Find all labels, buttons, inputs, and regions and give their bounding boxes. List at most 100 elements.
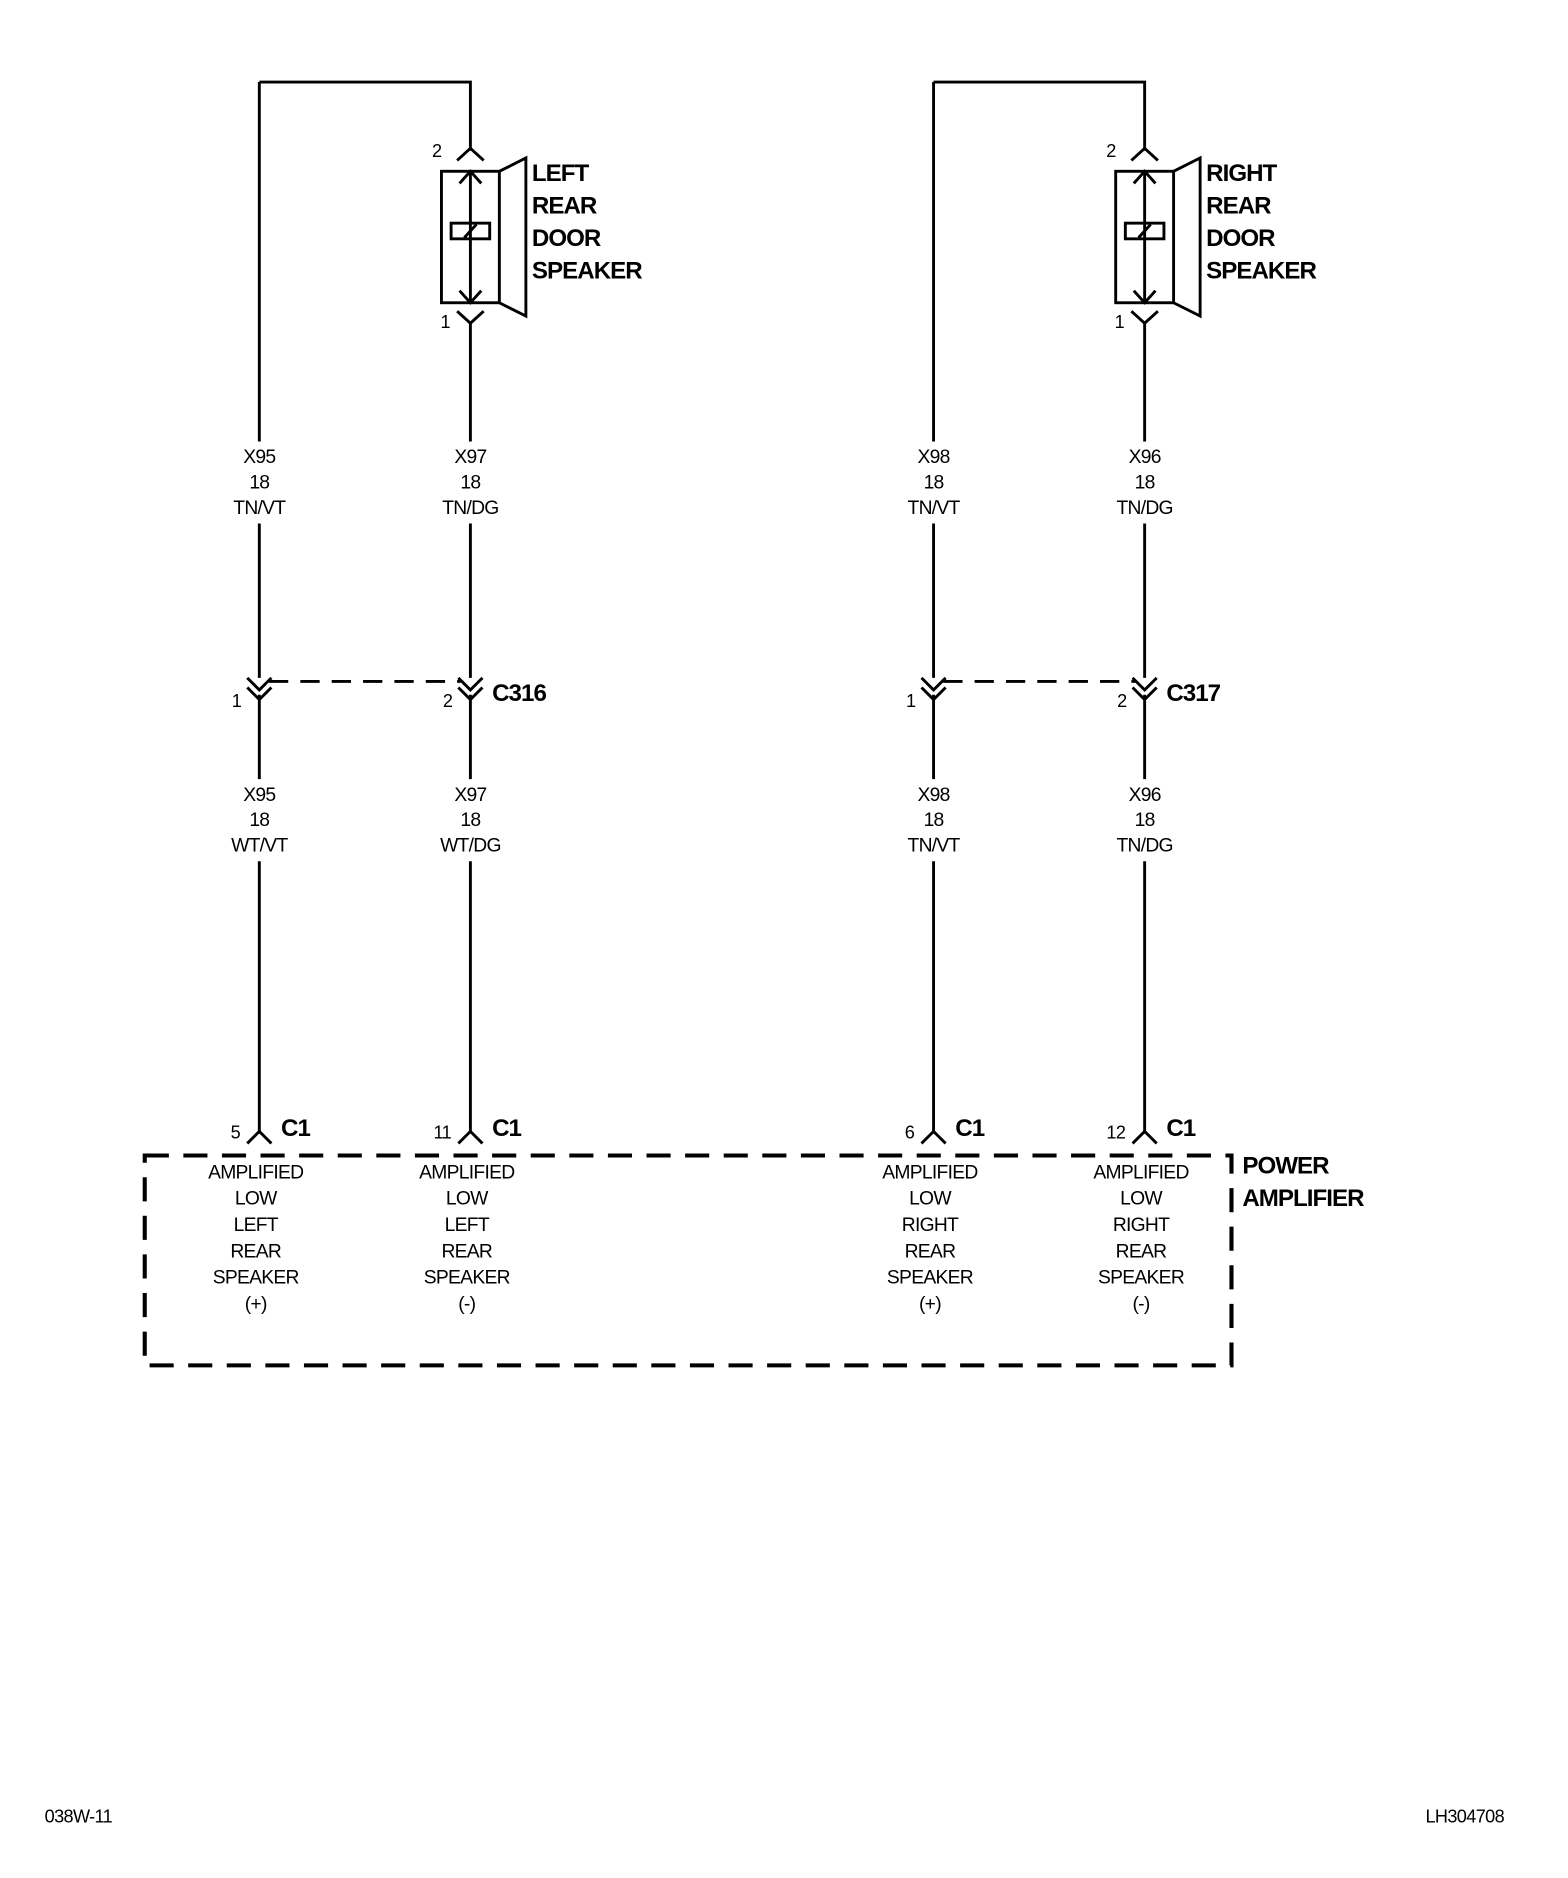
connector-female-icon [246,1129,273,1145]
module-label: POWER [1242,1153,1329,1180]
amp-connector-label: C1 [1166,1115,1195,1142]
coil-slash [1137,223,1152,239]
amp-pin-function: (+) [919,1294,941,1315]
wire-label-upper: TN/VT [908,498,961,519]
speaker-symbol [440,146,528,326]
wire-label-upper: 18 [924,473,944,494]
inline-connector-label: C317 [1166,680,1220,707]
pin-number: 1 [232,691,242,711]
inline-connector-icon [246,676,273,702]
amp-pin-function: SPEAKER [887,1268,974,1289]
wire-label-lower: 18 [460,810,480,831]
speaker-symbol [1114,146,1202,326]
connector-female-icon [1130,146,1159,162]
connector-male-icon [456,310,485,326]
wire-label-upper: 18 [1135,473,1155,494]
connector-female-icon [920,1129,947,1145]
amp-pin-function: LOW [446,1189,489,1210]
pin-number: 1 [440,312,450,332]
wire-label-upper: X96 [1129,447,1161,468]
inline-connector-icon [920,676,947,702]
amp-pin-function: LEFT [234,1215,279,1236]
speaker-label: REAR [1206,192,1271,219]
wire-label-upper: 18 [249,473,269,494]
wire-label-upper: 18 [460,473,480,494]
pin-number: 2 [432,141,442,161]
pin-number: 2 [1106,141,1116,161]
speaker-cone-icon [1172,155,1202,319]
amp-connector-label: C1 [281,1115,310,1142]
speaker-label: REAR [532,192,597,219]
connector-female-icon [456,146,485,162]
connector-female-icon [1131,1129,1158,1145]
amp-pin-number: 12 [1106,1123,1125,1143]
wire-label-lower: TN/VT [908,836,961,857]
wire-label-lower: 18 [249,810,269,831]
module-label: AMPLIFIER [1242,1185,1364,1212]
amp-connector-label: C1 [955,1115,984,1142]
amp-pin-function: (-) [1132,1294,1149,1315]
amp-pin-function: LOW [909,1189,952,1210]
power-amplifier-outline [142,1153,1234,1368]
wire-label-lower: WT/DG [440,836,501,857]
amp-pin-function: REAR [230,1241,281,1262]
wire-label-lower: X96 [1129,785,1161,806]
arrow-icon [1132,169,1157,305]
speaker-label: DOOR [532,225,601,252]
speaker-cone-icon [498,155,528,319]
amp-pin-function: REAR [441,1241,492,1262]
amp-connector-label: C1 [492,1115,521,1142]
speaker-label: RIGHT [1206,160,1277,187]
speaker-coil-icon [1123,221,1166,241]
amp-pin-number: 5 [231,1123,241,1143]
wire-label-lower: WT/VT [231,836,288,857]
amp-pin-function: REAR [905,1241,956,1262]
amp-pin-function: SPEAKER [424,1268,511,1289]
inline-connector-icon [457,676,484,702]
amp-pin-function: (-) [458,1294,475,1315]
amp-pin-function: AMPLIFIED [419,1162,514,1183]
amp-pin-function: AMPLIFIED [1093,1162,1188,1183]
wire-label-lower: TN/DG [1116,836,1172,857]
amp-pin-function: (+) [245,1294,267,1315]
wire-label-lower: X98 [917,785,949,806]
wire-label-upper: TN/VT [233,498,286,519]
inline-connector-icon [1131,676,1158,702]
wire-label-lower: X97 [454,785,486,806]
speaker-label: DOOR [1206,225,1275,252]
amp-pin-function: AMPLIFIED [208,1162,303,1183]
speaker-coil-icon [449,221,492,241]
amp-pin-function: SPEAKER [213,1268,300,1289]
amp-pin-function: LEFT [445,1215,490,1236]
amp-pin-function: RIGHT [902,1215,959,1236]
wire-label-lower: 18 [924,810,944,831]
figure-id: 038W-11 [45,1807,113,1827]
connector-male-icon [1130,310,1159,326]
pin-number: 1 [906,691,916,711]
inline-connector-label: C316 [492,680,546,707]
pin-number: 2 [1117,691,1127,711]
pin-number: 2 [443,691,453,711]
figure-code: LH304708 [1425,1807,1504,1827]
wire-label-upper: X95 [243,447,275,468]
wire-label-lower: X95 [243,785,275,806]
wire-label-upper: TN/DG [1116,498,1172,519]
wire-label-lower: 18 [1135,810,1155,831]
amp-pin-function: SPEAKER [1098,1268,1185,1289]
wire-top-loop [933,80,1147,151]
wire-label-upper: TN/DG [442,498,498,519]
amp-pin-function: LOW [1120,1189,1163,1210]
wire-label-upper: X97 [454,447,486,468]
amp-pin-function: RIGHT [1113,1215,1170,1236]
pin-number: 1 [1115,312,1125,332]
amp-pin-number: 11 [434,1123,452,1143]
speaker-label: LEFT [532,160,590,187]
amp-pin-function: LOW [235,1189,278,1210]
wire-label-upper: X98 [917,447,949,468]
arrow-icon [458,169,483,305]
amp-pin-function: AMPLIFIED [882,1162,977,1183]
speaker-label: SPEAKER [532,258,642,285]
speaker-label: SPEAKER [1206,258,1316,285]
